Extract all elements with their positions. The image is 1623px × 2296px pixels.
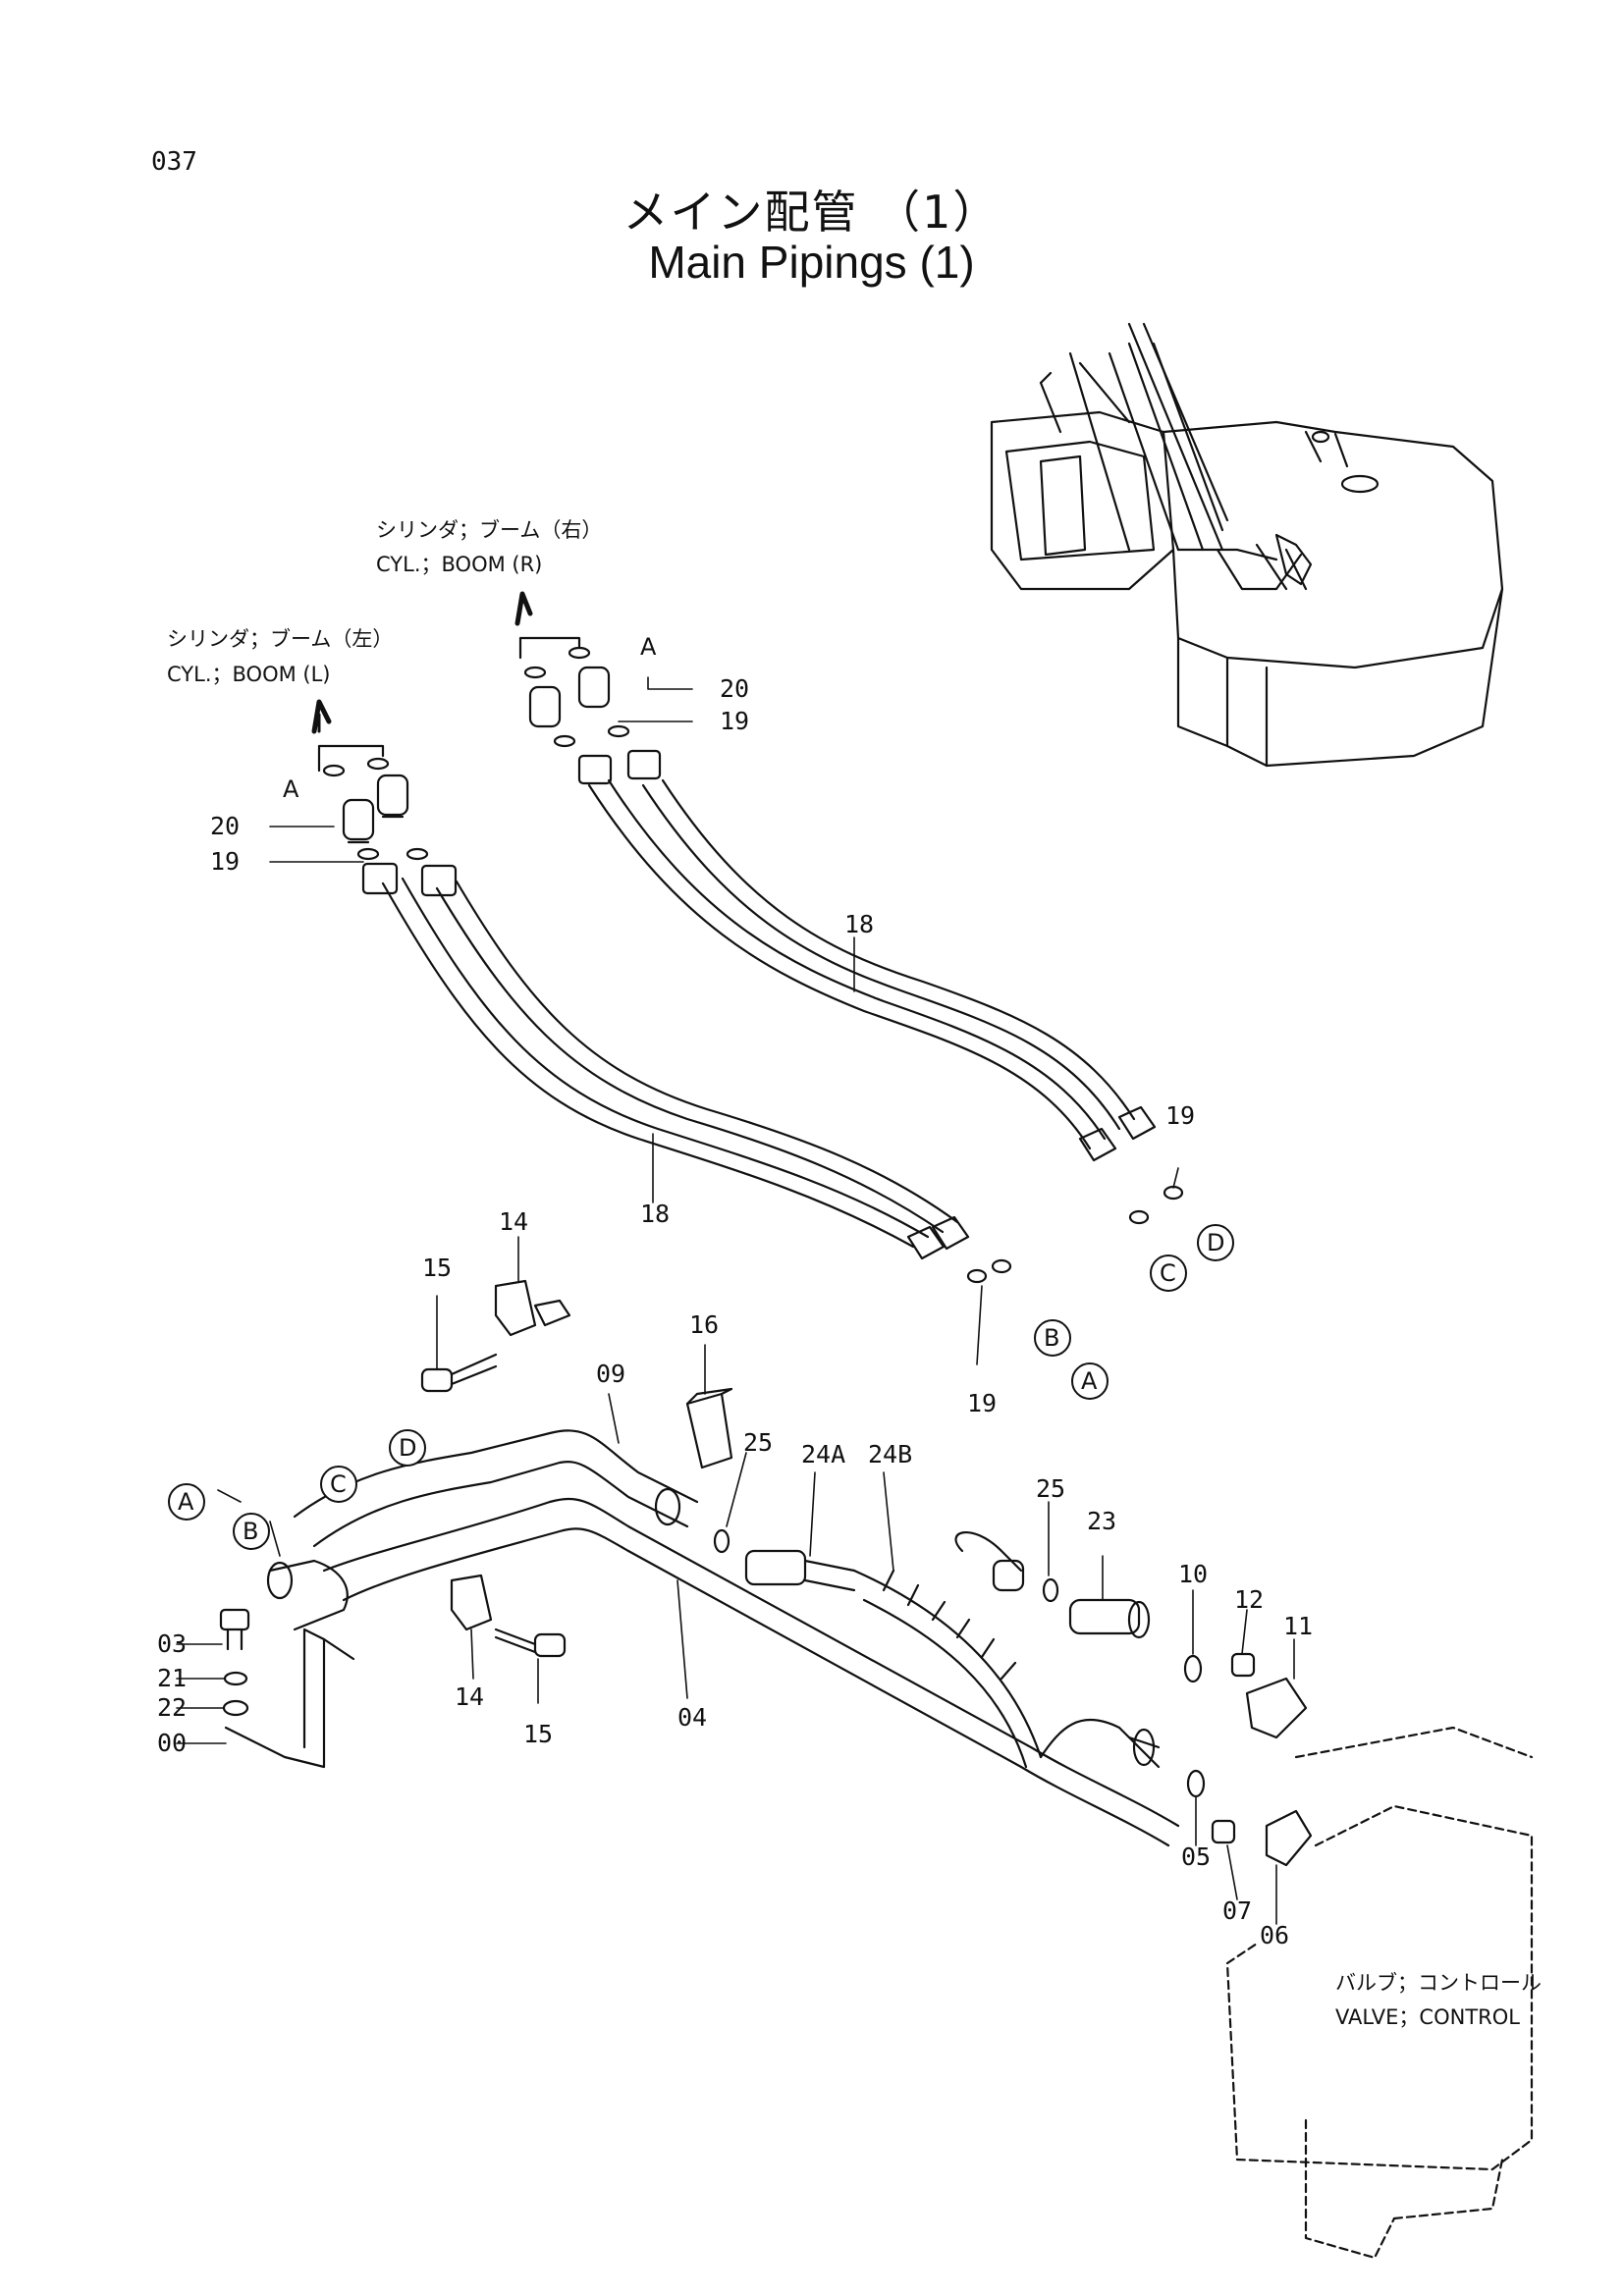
oring-10: [1183, 1654, 1203, 1683]
label-19-lower: 19: [967, 1389, 997, 1417]
label-11: 11: [1283, 1612, 1313, 1640]
label-06: 06: [1260, 1921, 1289, 1949]
ref-a-lower: A: [178, 1488, 194, 1516]
excavator-overview-illustration: [990, 322, 1504, 768]
label-20-right: 20: [720, 674, 749, 703]
label-12: 12: [1234, 1585, 1264, 1614]
hose-pair-right: [577, 749, 1184, 1225]
label-24a: 24A: [801, 1440, 845, 1468]
bracket-left: [317, 744, 385, 773]
note-valve-control-en: VALVE；CONTROL: [1335, 2005, 1520, 2029]
fitting-20-right: [523, 646, 630, 748]
oring-25-right: [1042, 1577, 1059, 1603]
label-23: 23: [1087, 1507, 1116, 1535]
label-05: 05: [1181, 1842, 1211, 1871]
label-25-right: 25: [1036, 1474, 1065, 1503]
fitting-20-left: [322, 757, 429, 861]
oring-05: [1186, 1769, 1206, 1798]
bolt-03: [219, 1608, 250, 1651]
ref-a-upper: A: [1081, 1367, 1098, 1395]
page-title-english: Main Pipings (1): [648, 237, 975, 288]
label-04: 04: [677, 1703, 707, 1732]
bracket-00: [224, 1628, 355, 1769]
leader-lines: [176, 676, 1295, 1925]
ref-a-right-bracket: A: [640, 633, 657, 661]
label-09: 09: [596, 1360, 625, 1388]
arrow-left-up-icon: [311, 699, 332, 734]
page-number: 037: [151, 147, 197, 177]
flange-11: [1230, 1652, 1308, 1739]
label-15-lower: 15: [523, 1720, 553, 1748]
label-18-left: 18: [640, 1200, 670, 1228]
oring-25-left: [713, 1528, 730, 1554]
label-00: 00: [157, 1729, 187, 1757]
note-cyl-boom-l-en: CYL.；BOOM (L): [167, 663, 330, 686]
label-14-upper: 14: [499, 1207, 528, 1236]
clamp-14-upper: [494, 1279, 571, 1337]
label-19-right: 19: [720, 707, 749, 735]
arrow-right-up-icon: [514, 591, 533, 626]
label-10: 10: [1178, 1560, 1208, 1588]
note-cyl-boom-r-en: CYL.；BOOM (R): [376, 553, 542, 576]
label-24b: 24B: [868, 1440, 912, 1468]
ref-b-lower: B: [243, 1518, 258, 1545]
fitting-24b-hose: [852, 1530, 1161, 1769]
bracket-right: [518, 636, 581, 660]
pipe-04: [322, 1498, 1180, 1847]
label-16: 16: [689, 1310, 719, 1339]
block-16: [685, 1387, 733, 1469]
label-07: 07: [1222, 1896, 1252, 1925]
clamp-14-lower: [450, 1574, 493, 1631]
label-25-left: 25: [743, 1428, 773, 1457]
flange-06: [1211, 1809, 1313, 1867]
washer-21: [223, 1671, 248, 1686]
washer-22: [222, 1699, 249, 1717]
note-valve-control-jp: バルブ；コントロール: [1335, 1971, 1542, 1995]
pipe-elbow-b: [266, 1559, 349, 1631]
fitting-24a: [744, 1549, 856, 1592]
label-03: 03: [157, 1629, 187, 1658]
ref-d-upper: D: [1207, 1229, 1224, 1256]
label-21: 21: [157, 1664, 187, 1692]
fitting-23: [1068, 1598, 1161, 1767]
ref-a-left-bracket: A: [283, 775, 299, 803]
label-22: 22: [157, 1693, 187, 1722]
page-title-japanese: メイン配管 （1）: [622, 186, 1001, 239]
control-valve-illustration: [1225, 1726, 1534, 2260]
label-19-upper: 19: [1165, 1101, 1195, 1130]
label-14-lower: 14: [455, 1682, 484, 1711]
ref-c-upper: C: [1160, 1259, 1176, 1287]
ref-d-lower: D: [399, 1434, 416, 1462]
note-cyl-boom-l-jp: シリンダ；ブーム（左）: [167, 627, 393, 651]
bolt-15-upper: [420, 1353, 498, 1393]
label-15-upper: 15: [422, 1254, 452, 1282]
hose-pair-left: [361, 862, 1012, 1284]
ref-b-upper: B: [1044, 1324, 1059, 1352]
ref-c-lower: C: [330, 1470, 347, 1498]
label-19-left: 19: [210, 847, 240, 876]
label-20-left: 20: [210, 812, 240, 840]
note-cyl-boom-r-jp: シリンダ；ブーム（右）: [376, 518, 602, 542]
bolt-15-lower: [494, 1628, 567, 1658]
label-18-right: 18: [844, 910, 874, 938]
